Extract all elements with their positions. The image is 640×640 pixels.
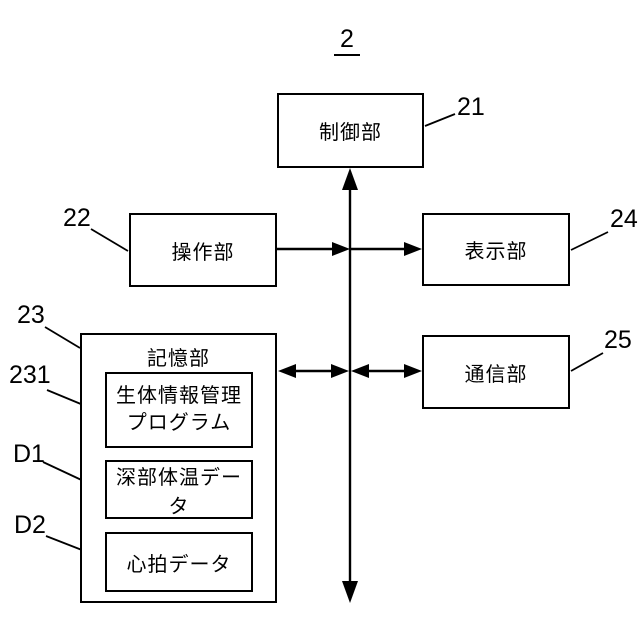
bus-communication-arrowhead-left xyxy=(351,364,369,378)
storage-bus-arrowhead-left xyxy=(278,364,296,378)
core-temperature-data-box: 深部体温データ xyxy=(105,460,253,519)
bus-arrowhead-down xyxy=(342,581,358,603)
leader-25 xyxy=(570,352,604,372)
operation-unit-label: 操作部 xyxy=(171,241,235,264)
display-unit-box: 表示部 xyxy=(422,213,570,286)
communication-unit-box: 通信部 xyxy=(422,335,570,409)
ref-D2: D2 xyxy=(14,511,46,539)
ref-23: 23 xyxy=(17,301,45,329)
leader-21 xyxy=(424,113,456,127)
communication-unit-label: 通信部 xyxy=(464,363,528,386)
program-label-line2: プログラム xyxy=(126,412,232,434)
core-temperature-data-label: 深部体温データ xyxy=(116,466,242,518)
bus-to-display-arrowhead xyxy=(404,242,422,256)
ref-22: 22 xyxy=(63,204,91,232)
heart-rate-data-label: 心拍データ xyxy=(126,553,232,576)
bus-communication-arrowhead-right xyxy=(404,364,422,378)
leader-24 xyxy=(570,231,609,251)
ref-231: 231 xyxy=(9,361,51,389)
ref-21: 21 xyxy=(457,93,485,121)
operation-unit-box: 操作部 xyxy=(129,213,277,287)
operation-to-bus-arrowhead xyxy=(332,242,350,256)
ref-D1: D1 xyxy=(13,440,45,468)
storage-unit-label: 記憶部 xyxy=(147,348,210,370)
program-label-line1: 生体情報管理 xyxy=(116,385,242,407)
storage-bus-arrowhead-right xyxy=(331,364,349,378)
program-box: 生体情報管理 プログラム xyxy=(105,372,253,448)
leader-23 xyxy=(44,326,81,349)
ref-24: 24 xyxy=(610,205,638,233)
heart-rate-data-box: 心拍データ xyxy=(105,532,253,592)
ref-25: 25 xyxy=(604,326,632,354)
leader-22 xyxy=(90,228,129,252)
control-unit-box: 制御部 xyxy=(277,93,424,168)
bus-arrowhead-up xyxy=(342,168,358,190)
figure-number: 2 xyxy=(334,27,360,56)
display-unit-label: 表示部 xyxy=(464,241,528,263)
control-unit-label: 制御部 xyxy=(319,122,382,144)
